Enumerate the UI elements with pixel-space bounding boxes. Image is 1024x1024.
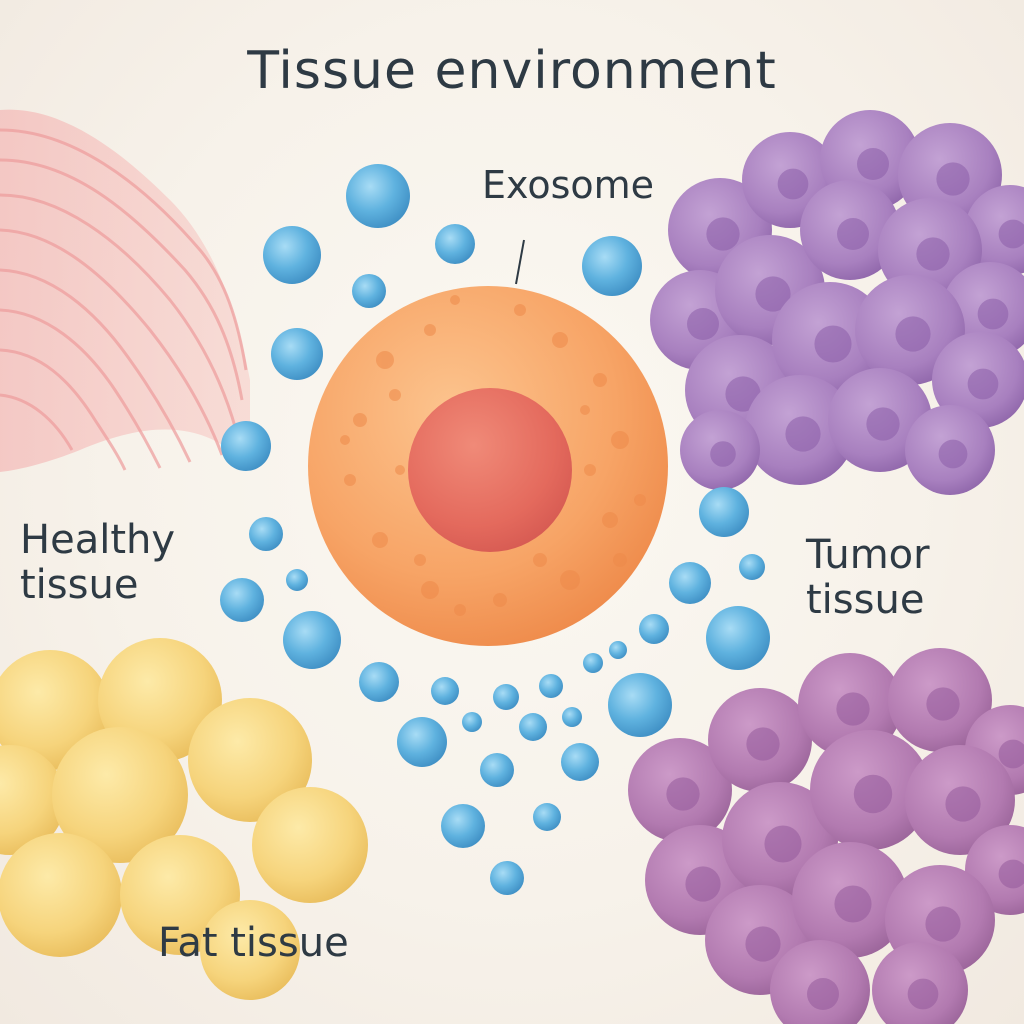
exosome: [263, 226, 321, 284]
exosome: [271, 328, 323, 380]
exosome: [286, 569, 308, 591]
exosome-label: Exosome: [482, 163, 655, 207]
exosome: [519, 713, 547, 741]
fat-cell: [0, 833, 122, 957]
fat-cell: [200, 900, 300, 1000]
exosome: [608, 673, 672, 737]
exosome-particles: [220, 164, 770, 895]
exosome: [221, 421, 271, 471]
exosome: [699, 487, 749, 537]
exosome: [706, 606, 770, 670]
exosome: [249, 517, 283, 551]
fat-cell: [252, 787, 368, 903]
fat-cell: [0, 745, 65, 855]
exosome: [533, 803, 561, 831]
exosome: [441, 804, 485, 848]
exosome: [539, 674, 563, 698]
exosome: [431, 677, 459, 705]
exosome: [583, 653, 603, 673]
exosome: [480, 753, 514, 787]
exosome: [283, 611, 341, 669]
tumor-tissue-label: Tumor tissue: [806, 532, 930, 623]
exosome: [493, 684, 519, 710]
exosome: [435, 224, 475, 264]
healthy-tissue-label: Healthy tissue: [20, 517, 176, 608]
fat-cell-cluster: [0, 638, 368, 1000]
fat-cell: [52, 727, 188, 863]
exosome: [561, 743, 599, 781]
cell-nucleus: [408, 388, 572, 552]
exosome: [352, 274, 386, 308]
exosome: [609, 641, 627, 659]
exosome: [739, 554, 765, 580]
exosome: [359, 662, 399, 702]
exosome: [346, 164, 410, 228]
exosome: [669, 562, 711, 604]
exosome: [397, 717, 447, 767]
exosome: [490, 861, 524, 895]
exosome: [220, 578, 264, 622]
exosome: [582, 236, 642, 296]
fat-tissue-label: Fat tissue: [158, 920, 349, 966]
tumor-cell-cluster-upper: [650, 110, 1024, 495]
fat-cell: [188, 698, 312, 822]
healthy-tissue-fibers: [0, 109, 250, 473]
exosome: [562, 707, 582, 727]
tumor-cell-cluster-lower: [628, 648, 1024, 1024]
exosome: [639, 614, 669, 644]
exosome: [462, 712, 482, 732]
diagram-title: Tissue environment: [247, 41, 777, 101]
exosome-pointer-line: [515, 239, 525, 285]
